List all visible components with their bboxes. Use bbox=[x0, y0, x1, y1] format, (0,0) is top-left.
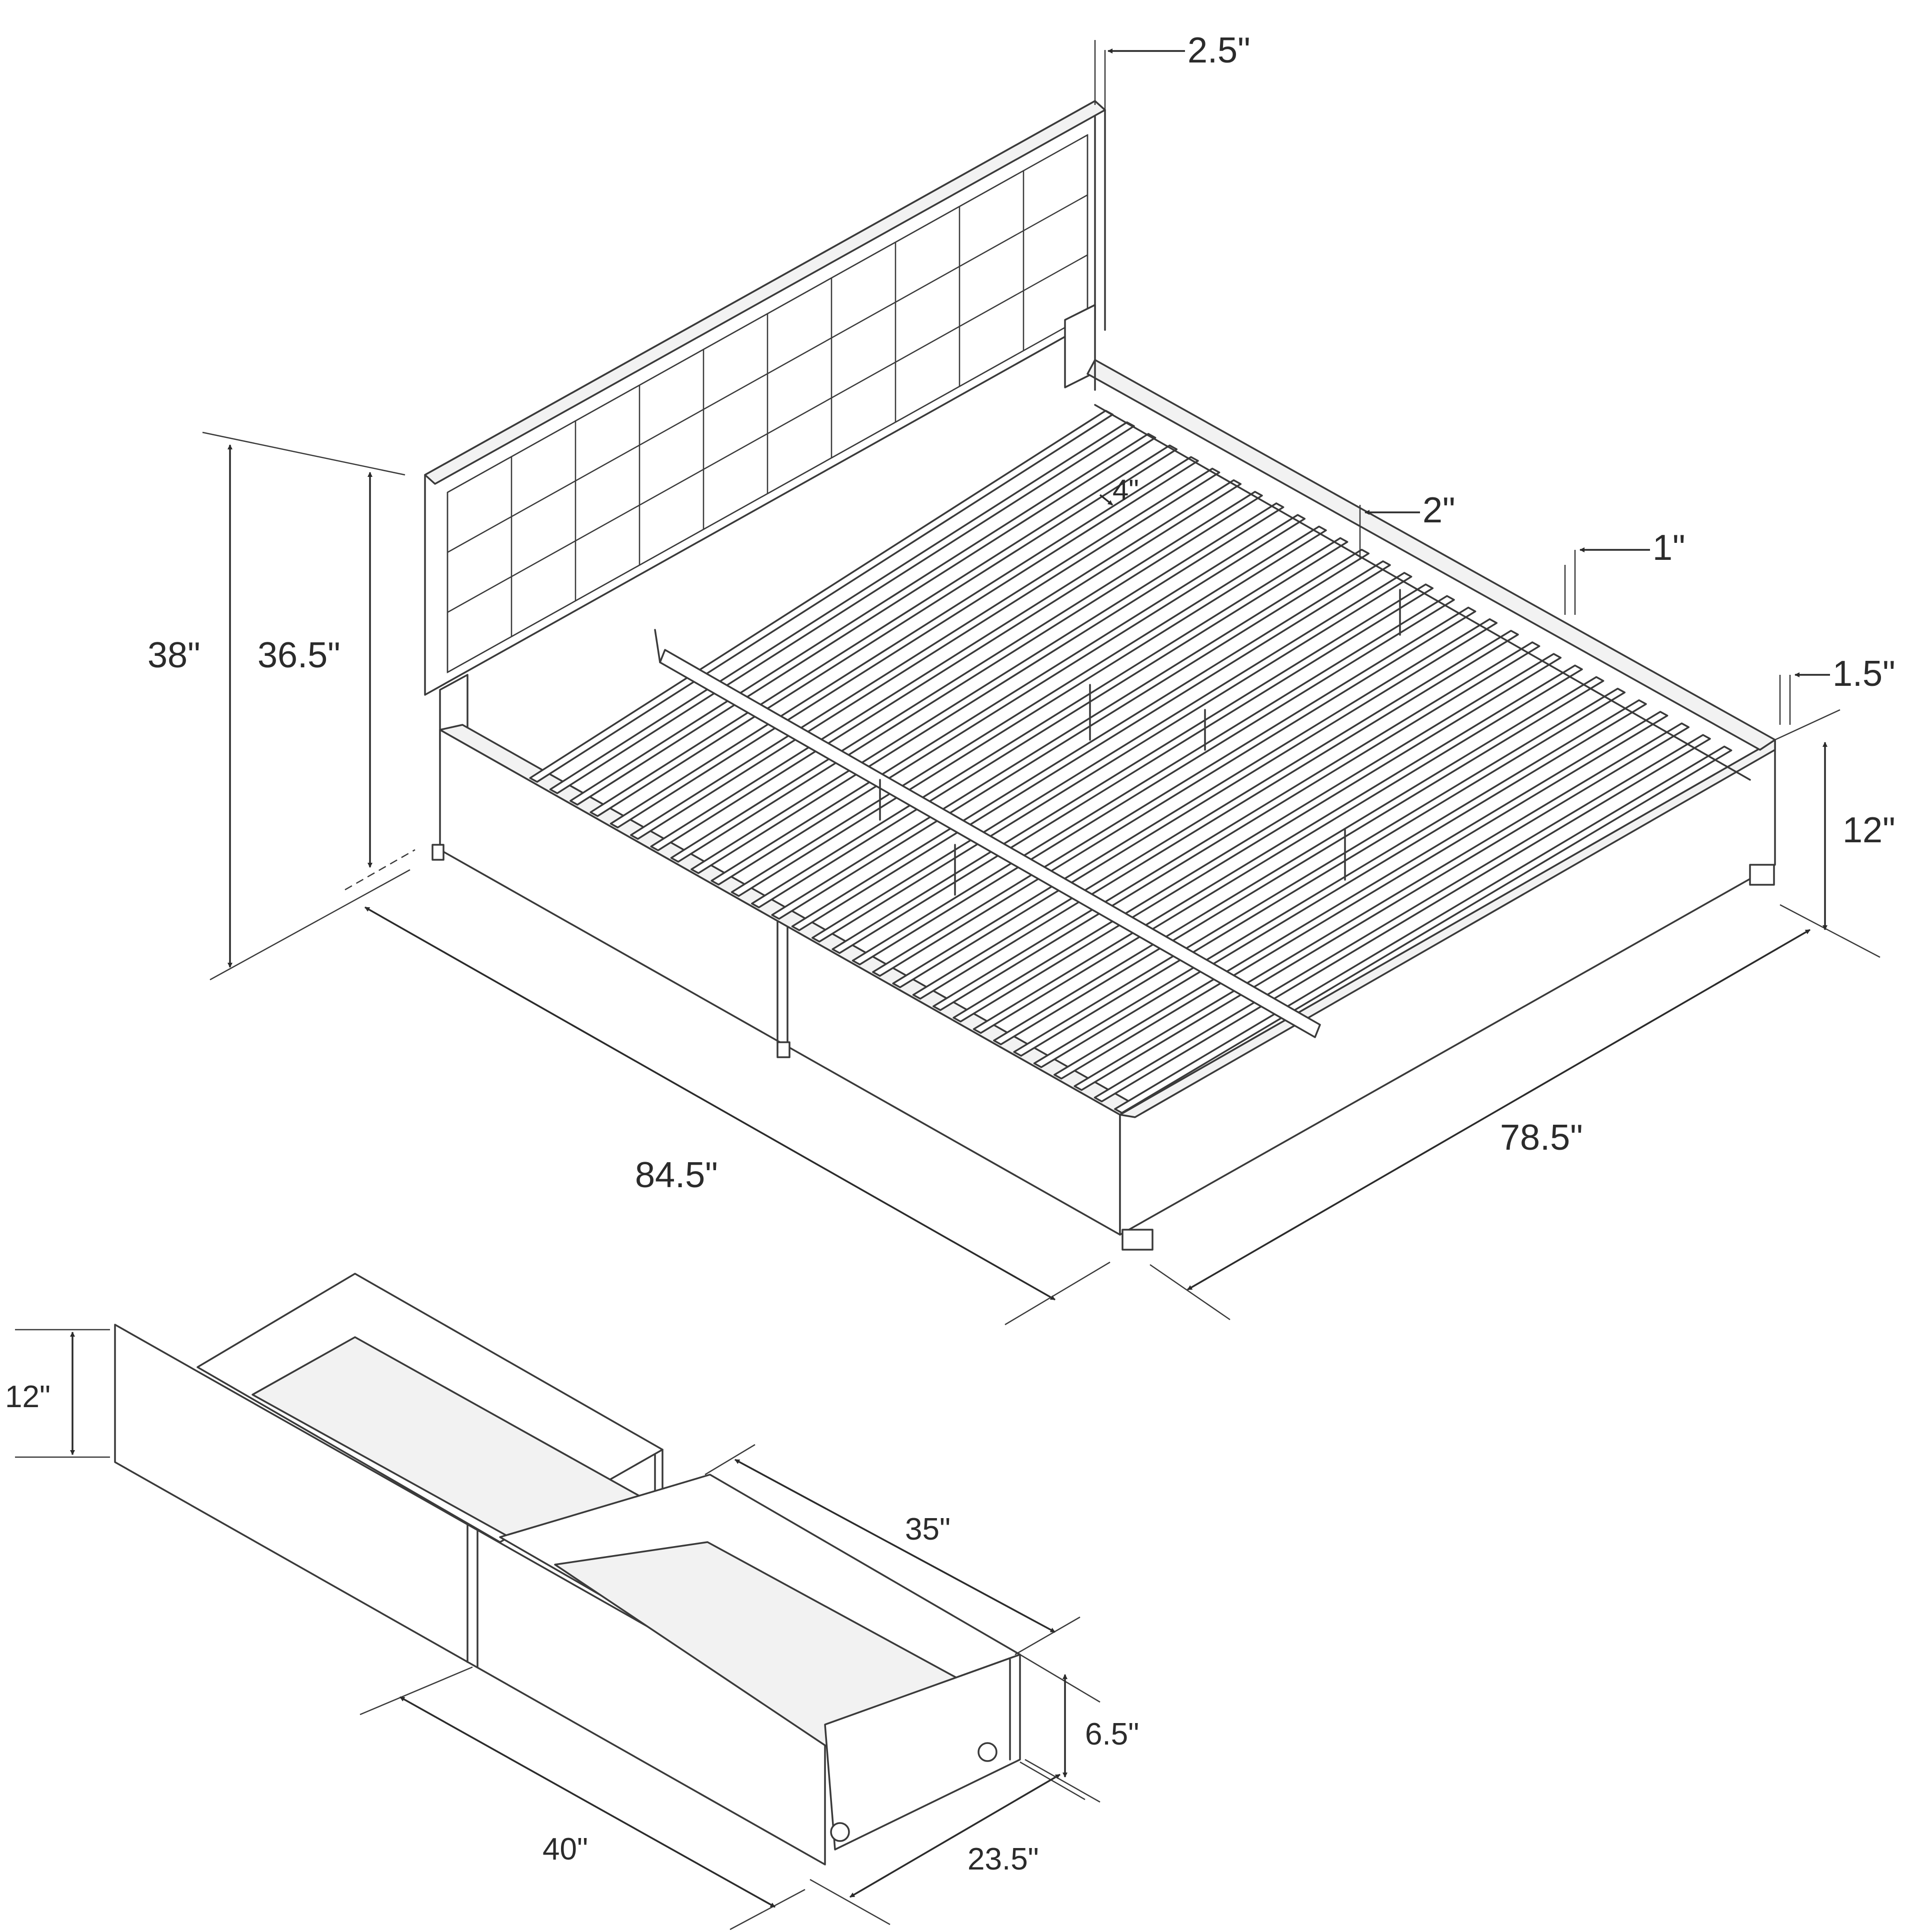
label-rail-thickness-1-5: 1.5" bbox=[1832, 654, 1896, 694]
drawer-illustration bbox=[114, 1273, 1021, 1866]
slat bbox=[650, 479, 1242, 851]
slat bbox=[730, 525, 1327, 897]
leg bbox=[1122, 1229, 1154, 1251]
label-headboard-thickness: 2.5" bbox=[1188, 30, 1250, 70]
drawer-dimension-lines bbox=[15, 1329, 1100, 1931]
slat bbox=[670, 491, 1263, 863]
slat bbox=[812, 572, 1412, 943]
slat bbox=[832, 583, 1434, 954]
slat bbox=[872, 606, 1476, 977]
slat bbox=[791, 560, 1391, 931]
dimension-labels: 2.5" 38" 36.5" 4" 2" 1" 1.5" 12" 84.5" 7… bbox=[5, 30, 1896, 1877]
label-rail-thickness-1: 1" bbox=[1652, 528, 1686, 568]
label-bed-width: 78.5" bbox=[1500, 1118, 1583, 1158]
tuft-seam bbox=[447, 134, 1088, 493]
slat bbox=[549, 421, 1135, 794]
slat bbox=[590, 444, 1178, 817]
right-side-rail bbox=[1086, 359, 1776, 751]
bed-slats bbox=[529, 409, 1732, 1114]
label-drawer-inner-height: 6.5" bbox=[1085, 1717, 1139, 1752]
bed-illustration bbox=[424, 100, 1776, 1251]
label-drawer-depth: 23.5" bbox=[968, 1842, 1039, 1877]
slat bbox=[690, 502, 1284, 874]
headboard-tufting bbox=[446, 134, 1088, 673]
label-bed-length: 84.5" bbox=[635, 1155, 718, 1195]
tuft-seam bbox=[447, 314, 1088, 673]
leg bbox=[1749, 864, 1775, 886]
tuft-seam bbox=[447, 254, 1088, 613]
label-side-height: 12" bbox=[1842, 810, 1896, 850]
tuft-seam bbox=[447, 194, 1088, 553]
label-slat-spacing: 4" bbox=[1112, 474, 1139, 506]
center-support-beam bbox=[654, 404, 1751, 1038]
slat bbox=[710, 514, 1306, 886]
leg bbox=[776, 1041, 790, 1058]
label-drawer-length: 40" bbox=[542, 1832, 588, 1867]
label-rail-thickness-2: 2" bbox=[1422, 490, 1456, 530]
label-drawer-inner-length: 35" bbox=[905, 1512, 950, 1547]
bed-dimension-lines bbox=[202, 40, 1880, 1326]
slat bbox=[570, 433, 1156, 806]
label-drawer-height: 12" bbox=[5, 1380, 50, 1414]
slat bbox=[630, 467, 1220, 840]
slat bbox=[892, 618, 1498, 988]
slat bbox=[610, 456, 1199, 829]
label-headboard-height: 36.5" bbox=[258, 635, 340, 675]
slat bbox=[852, 595, 1455, 966]
slat bbox=[771, 548, 1370, 920]
slat bbox=[751, 537, 1348, 909]
label-total-height: 38" bbox=[148, 635, 200, 675]
leg bbox=[432, 844, 444, 861]
